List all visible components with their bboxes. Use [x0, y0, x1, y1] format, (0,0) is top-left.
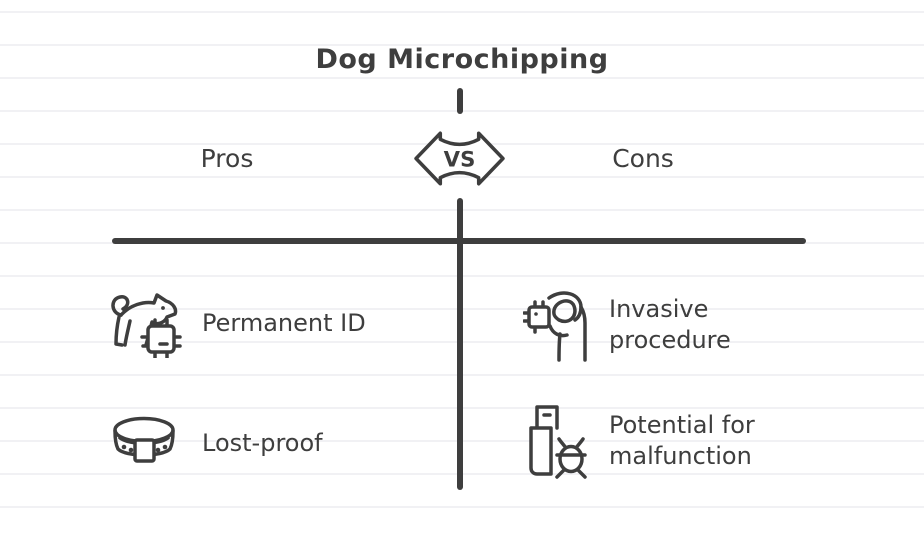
vs-badge: VS: [414, 131, 505, 186]
pros-header: Pros: [200, 144, 254, 173]
vs-label: VS: [444, 148, 476, 173]
list-item-permanent-id: Permanent ID: [106, 288, 366, 358]
dog-collar-icon: [113, 416, 175, 463]
list-item-invasive-procedure: Invasive procedure: [523, 287, 789, 363]
hand-holding-chip-icon: [523, 291, 587, 362]
page-title: Dog Microchipping: [315, 44, 609, 75]
list-item-lost-proof: Lost-proof: [108, 414, 323, 472]
dog-with-microchip-icon: [111, 293, 182, 358]
list-item-label: Potential for malfunction: [609, 411, 755, 470]
center-line-top-segment: [457, 88, 463, 114]
list-item-potential-malfunction: Potential for malfunction: [521, 402, 804, 480]
list-item-label: Invasive procedure: [609, 295, 731, 354]
vs-arrow-shape: [414, 131, 505, 186]
implant-bug-icon: [529, 405, 587, 479]
center-line-bottom-segment: [457, 198, 463, 490]
list-item-label: Lost-proof: [202, 428, 323, 457]
list-item-label: Permanent ID: [202, 308, 366, 337]
cons-header: Cons: [612, 144, 674, 173]
